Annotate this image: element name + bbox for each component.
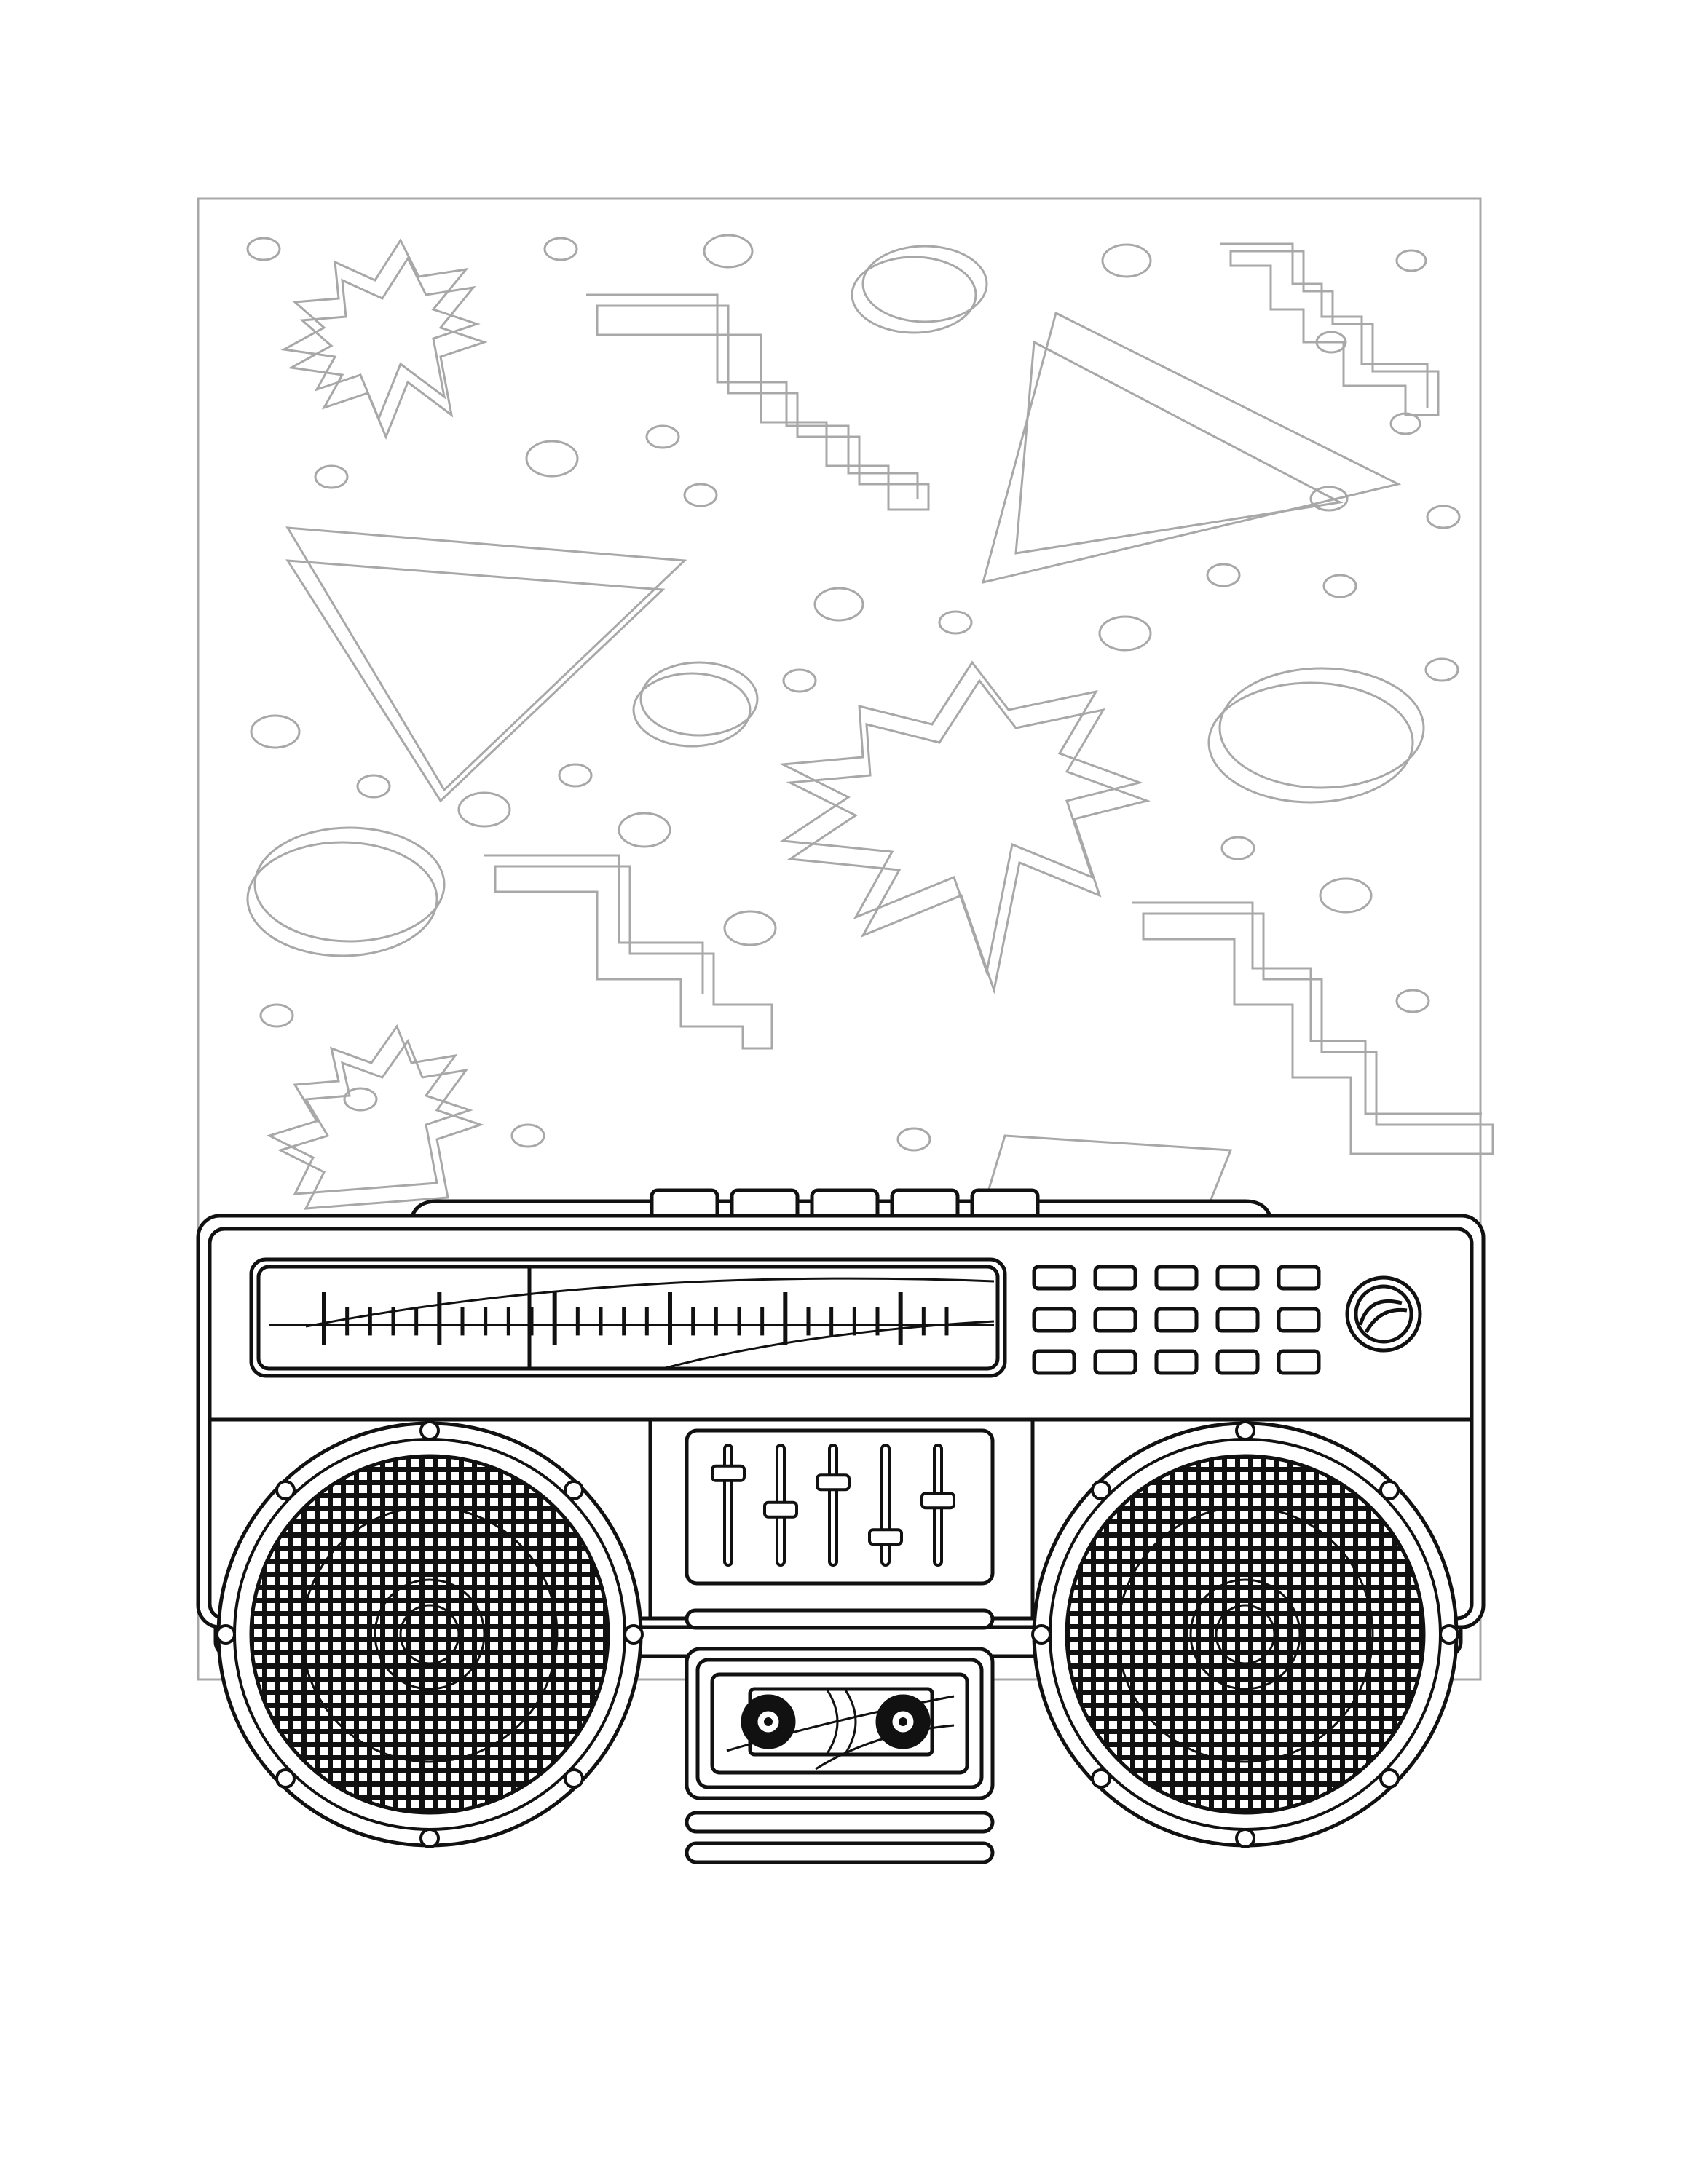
preset-button bbox=[1093, 1265, 1137, 1291]
speaker-screw bbox=[563, 1480, 584, 1501]
circle-shape bbox=[1207, 667, 1425, 804]
speaker-screw bbox=[1091, 1768, 1112, 1789]
preset-button bbox=[1093, 1307, 1137, 1333]
preset-button bbox=[1215, 1265, 1260, 1291]
preset-button bbox=[1277, 1265, 1321, 1291]
speaker-screw bbox=[1379, 1480, 1400, 1501]
zigzag-shape bbox=[484, 854, 773, 1050]
slider-track bbox=[880, 1444, 891, 1567]
equalizer-sliders bbox=[711, 1444, 955, 1567]
slider-track bbox=[723, 1444, 733, 1567]
speaker-screw bbox=[1091, 1480, 1112, 1501]
cassette-reel-right-icon bbox=[875, 1694, 931, 1749]
preset-button bbox=[1154, 1349, 1199, 1375]
speaker-screw bbox=[275, 1768, 296, 1789]
preset-buttons bbox=[1032, 1265, 1321, 1375]
preset-button bbox=[1215, 1349, 1260, 1375]
boombox-illustration bbox=[196, 1188, 1486, 1864]
starburst-shape bbox=[280, 237, 488, 440]
speaker-screw bbox=[1439, 1624, 1459, 1645]
preset-button bbox=[1032, 1349, 1076, 1375]
preset-button bbox=[1154, 1307, 1199, 1333]
preset-button bbox=[1032, 1265, 1076, 1291]
slider-knob bbox=[816, 1473, 851, 1492]
circle-shape bbox=[851, 245, 988, 334]
preset-button bbox=[1215, 1307, 1260, 1333]
preset-button bbox=[1277, 1307, 1321, 1333]
slider-track bbox=[828, 1444, 838, 1567]
speaker-screw bbox=[216, 1624, 236, 1645]
zigzag-shape bbox=[586, 293, 930, 511]
circle-shape bbox=[632, 661, 759, 748]
equalizer-panel bbox=[685, 1428, 995, 1586]
vent-slot bbox=[685, 1608, 995, 1630]
zigzag-shape bbox=[1220, 242, 1440, 416]
vent-slot bbox=[685, 1841, 995, 1864]
circle-shape bbox=[246, 826, 446, 957]
starburst-shape bbox=[778, 660, 1151, 994]
slider-knob bbox=[868, 1528, 903, 1546]
slider-knob bbox=[763, 1500, 798, 1519]
zigzag-shape bbox=[1132, 901, 1494, 1155]
preset-button bbox=[1277, 1349, 1321, 1375]
volume-knob-icon bbox=[1345, 1275, 1422, 1353]
right-speaker bbox=[1031, 1420, 1459, 1848]
speaker-screw bbox=[275, 1480, 296, 1501]
starburst-shape bbox=[266, 1024, 484, 1210]
preset-button bbox=[1154, 1265, 1199, 1291]
speaker-screw bbox=[419, 1828, 440, 1848]
preset-button bbox=[1093, 1349, 1137, 1375]
speaker-screw bbox=[1031, 1624, 1052, 1645]
speaker-screw bbox=[623, 1624, 644, 1645]
speaker-screw bbox=[1235, 1420, 1255, 1441]
speaker-screw bbox=[1379, 1768, 1400, 1789]
triangle-shape bbox=[981, 311, 1402, 585]
cassette-deck bbox=[685, 1647, 995, 1800]
tuner-scale bbox=[322, 1292, 949, 1345]
cassette-tape bbox=[710, 1672, 969, 1775]
triangle-shape bbox=[285, 526, 687, 803]
slider-knob bbox=[711, 1464, 746, 1482]
speaker-screw bbox=[419, 1420, 440, 1441]
left-speaker bbox=[216, 1420, 644, 1848]
cassette-reel-left-icon bbox=[741, 1694, 796, 1749]
speaker-screw bbox=[563, 1768, 584, 1789]
preset-button bbox=[1032, 1307, 1076, 1333]
tuner-display bbox=[249, 1257, 1007, 1378]
dot-pattern bbox=[246, 234, 1461, 1152]
slider-knob bbox=[920, 1492, 955, 1510]
speaker-screw bbox=[1235, 1828, 1255, 1848]
vent-slot bbox=[685, 1811, 995, 1834]
